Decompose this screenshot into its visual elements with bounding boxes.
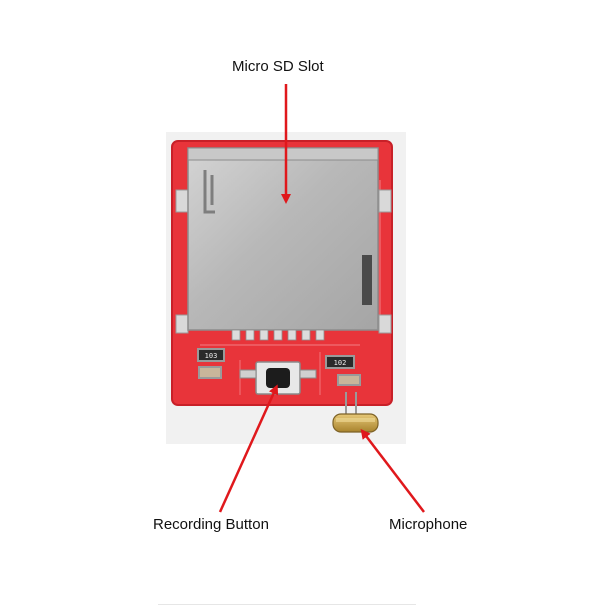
svg-text:102: 102 (334, 359, 347, 367)
divider (158, 604, 416, 605)
label-micro-sd-slot: Micro SD Slot (232, 58, 324, 75)
svg-text:103: 103 (205, 352, 218, 360)
arrow-icon (360, 428, 425, 513)
sd-slot (187, 147, 379, 341)
label-recording-button: Recording Button (153, 516, 269, 533)
microphone-capsule (332, 392, 379, 433)
resistor-103: 103 (197, 348, 225, 362)
label-microphone: Microphone (389, 516, 468, 533)
capacitor (198, 366, 222, 379)
arrow-icon (218, 384, 279, 513)
resistor-102-top: 102 (325, 355, 355, 369)
resistor-102-bottom (337, 374, 361, 386)
record-button (239, 361, 317, 395)
